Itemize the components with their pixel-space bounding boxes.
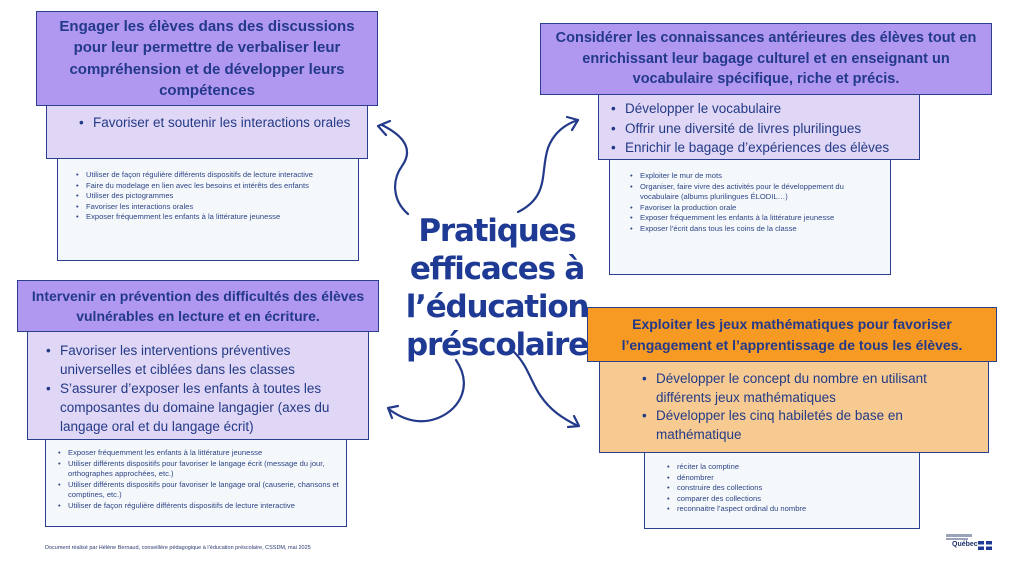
footer-credit: Document réalisé par Hélène Bernaud, con… <box>45 545 311 551</box>
example-item: Favoriser les interactions orales <box>76 202 350 213</box>
example-item: Utiliser différents dispositifs pour fav… <box>58 459 342 480</box>
curved-arrow-icon <box>386 358 465 423</box>
main-point: Favoriser les interventions préventives … <box>46 341 358 379</box>
curved-arrow-icon <box>376 119 410 216</box>
bottom-left-main-box: Favoriser les interventions préventives … <box>27 331 369 440</box>
example-item: Utiliser des pictogrammes <box>76 191 350 202</box>
top-left-header: Engager les élèves dans des discussions … <box>36 11 378 106</box>
example-item: Utiliser de façon régulière différents d… <box>58 501 342 512</box>
title-line: l’éducation <box>405 289 590 325</box>
example-item: Utiliser de façon régulière différents d… <box>76 170 350 181</box>
main-point: Offrir une diversité de livres pluriling… <box>611 119 913 139</box>
example-item: construire des collections <box>667 483 911 494</box>
example-item: Exposer fréquemment les enfants à la lit… <box>76 212 350 223</box>
example-item: Organiser, faire vivre des activités pou… <box>630 182 884 203</box>
main-point: Développer le vocabulaire <box>611 99 913 119</box>
quebec-logo: Québec <box>946 534 994 550</box>
main-point: Enrichir le bagage d’expériences des élè… <box>611 138 913 158</box>
example-item: Exposer fréquemment les enfants à la lit… <box>630 213 884 224</box>
top-left-examples-box: Utiliser de façon régulière différents d… <box>57 158 359 261</box>
example-item: Exploiter le mur de mots <box>630 171 884 182</box>
logo-line <box>946 538 968 540</box>
example-item: Exposer fréquemment les enfants à la lit… <box>58 448 342 459</box>
example-item: Favoriser la production orale <box>630 203 884 214</box>
example-item: Faire du modelage en lien avec les besoi… <box>76 181 350 192</box>
main-point: S’assurer d’exposer les enfants à toutes… <box>46 379 358 436</box>
bottom-left-header: Intervenir en prévention des difficultés… <box>17 280 379 332</box>
top-right-main-box: Développer le vocabulaire Offrir une div… <box>598 94 920 160</box>
main-point: Développer le concept du nombre en utili… <box>642 370 976 407</box>
top-right-examples-box: Exploiter le mur de mots Organiser, fair… <box>609 159 891 275</box>
main-point: Favoriser et soutenir les interactions o… <box>79 114 357 131</box>
page-title: Pratiques efficaces à l’éducation présco… <box>392 212 602 364</box>
example-item: comparer des collections <box>667 494 911 505</box>
quebec-flag-icon <box>978 541 992 550</box>
example-item: Utiliser différents dispositifs pour fav… <box>58 480 342 501</box>
bottom-right-header: Exploiter les jeux mathématiques pour fa… <box>587 307 997 362</box>
top-left-main-box: Favoriser et soutenir les interactions o… <box>46 105 368 159</box>
example-item: dénombrer <box>667 473 911 484</box>
title-line: préscolaire <box>406 327 589 363</box>
example-item: Exposer l’écrit dans tous les coins de l… <box>630 224 884 235</box>
title-line: efficaces à <box>409 251 585 287</box>
bottom-left-examples-box: Exposer fréquemment les enfants à la lit… <box>45 439 347 527</box>
bottom-right-main-box: Développer le concept du nombre en utili… <box>599 361 989 453</box>
example-item: reconnaitre l’aspect ordinal du nombre <box>667 504 911 515</box>
logo-line <box>946 534 972 537</box>
logo-text: Québec <box>952 541 978 548</box>
curved-arrow-icon <box>516 115 580 214</box>
bottom-right-examples-box: réciter la comptine dénombrer construire… <box>644 452 920 529</box>
top-right-header: Considérer les connaissances antérieures… <box>540 23 992 95</box>
curved-arrow-icon <box>512 350 581 429</box>
example-item: réciter la comptine <box>667 462 911 473</box>
title-line: Pratiques <box>418 213 577 249</box>
main-point: Développer les cinq habiletés de base en… <box>642 407 976 444</box>
